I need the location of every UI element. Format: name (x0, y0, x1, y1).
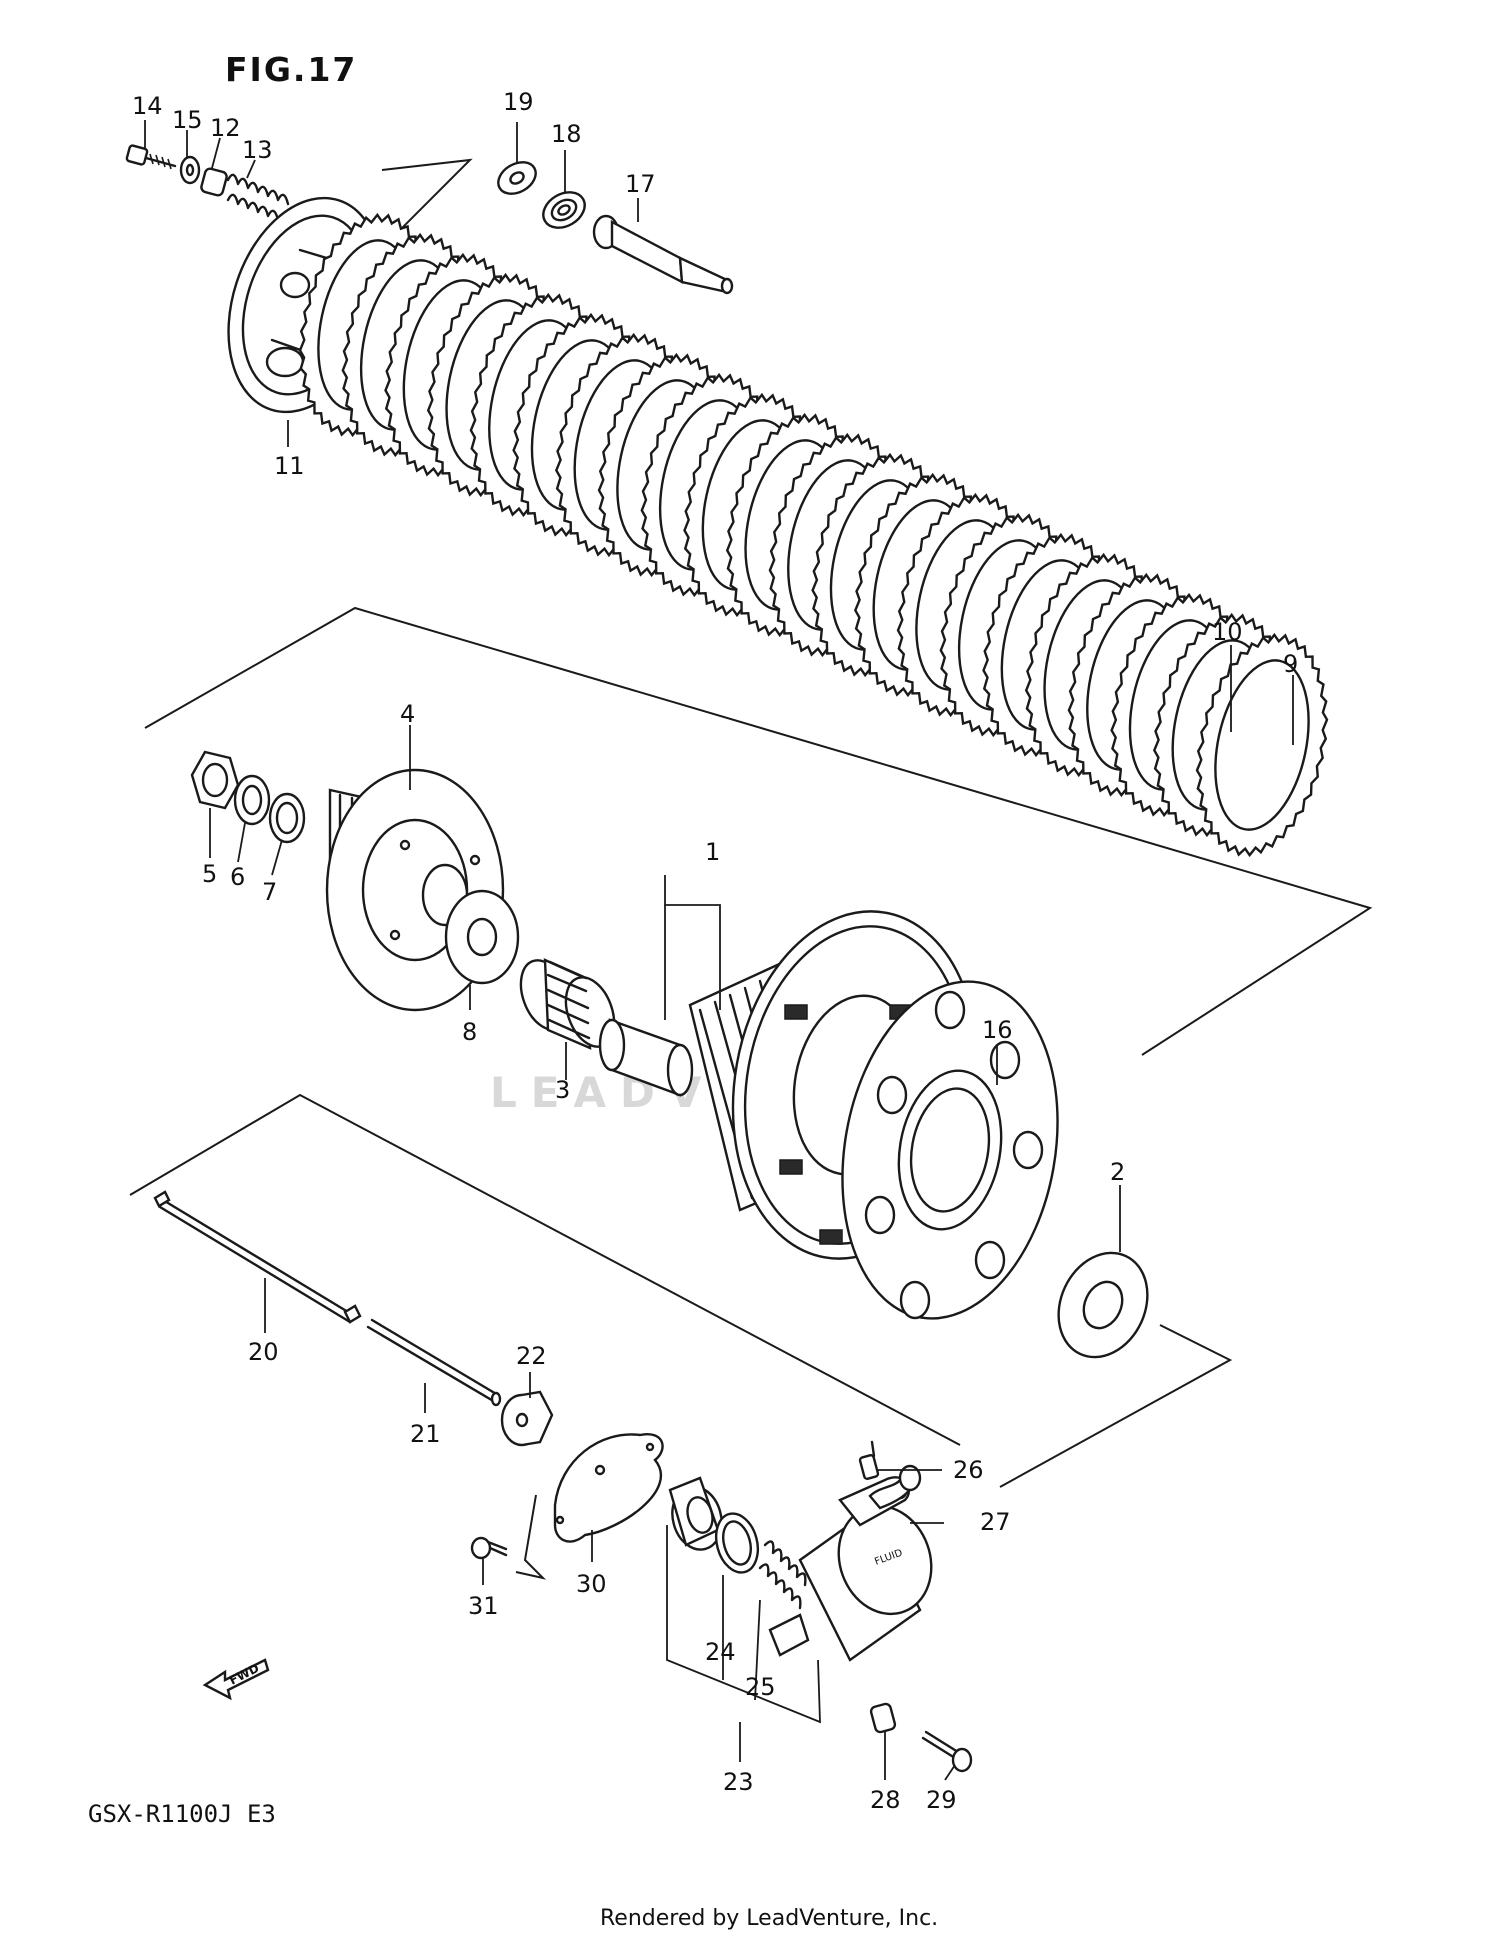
callout-6: 6 (230, 863, 245, 891)
callout-29: 29 (926, 1786, 957, 1814)
cover-screw (470, 1536, 508, 1560)
callout-23: 23 (723, 1768, 754, 1796)
spacer-sleeve (598, 1018, 694, 1097)
callout-21: 21 (410, 1420, 441, 1448)
driven-plate (1195, 632, 1329, 858)
spring-bush (200, 167, 228, 197)
push-rod-oil-seal (500, 1390, 554, 1447)
pressure-plate-washer (179, 155, 201, 185)
callout-20: 20 (248, 1338, 279, 1366)
callout-7: 7 (262, 878, 277, 906)
clutch-hub-nut (190, 750, 240, 810)
piston-seal (714, 1512, 760, 1574)
figure-title: FIG.17 (225, 50, 358, 89)
release-cylinder: FLUID (768, 1476, 933, 1662)
render-credit: Rendered by LeadVenture, Inc. (600, 1906, 939, 1931)
push-piece (592, 214, 734, 295)
clutch-push-rod-short (366, 1318, 502, 1407)
release-cover-plate (553, 1433, 664, 1543)
cylinder-bolt (921, 1730, 973, 1773)
callout-1: 1 (705, 838, 720, 866)
callout-numbers: 1 2 3 4 5 6 7 8 9 10 11 12 13 14 15 16 1… (132, 88, 1298, 1814)
release-bearing (542, 191, 586, 229)
screw-bracket (515, 1494, 547, 1580)
release-washer (497, 161, 537, 195)
callout-26: 26 (953, 1456, 984, 1484)
callout-4: 4 (400, 700, 415, 728)
model-code: GSX-R1100J E3 (88, 1800, 276, 1828)
callout-10: 10 (1212, 618, 1243, 646)
pressure-plate-bolt (125, 144, 177, 170)
clutch-plate-stack (298, 212, 1329, 858)
callout-17: 17 (625, 170, 656, 198)
cylinder-dowel (869, 1702, 897, 1734)
release-piston (668, 1476, 723, 1551)
callout-15: 15 (172, 106, 203, 134)
callout-31: 31 (468, 1592, 499, 1620)
callout-24: 24 (705, 1638, 736, 1666)
plate-inner-edge (1214, 659, 1310, 831)
clutch-push-rod-long (153, 1190, 362, 1324)
callout-5: 5 (202, 860, 217, 888)
callout-9: 9 (1283, 650, 1298, 678)
spring-washer (268, 792, 306, 844)
frame-plate-group (144, 606, 1373, 1056)
callout-16: 16 (982, 1016, 1013, 1044)
callout-19: 19 (503, 88, 534, 116)
thrust-washer-hub (444, 889, 520, 985)
callout-27: 27 (980, 1508, 1011, 1536)
callout-14: 14 (132, 92, 163, 120)
starter-clutch-gear (841, 980, 1059, 1320)
bleeder-cap (868, 1464, 922, 1510)
callout-30: 30 (576, 1570, 607, 1598)
callout-leaders (144, 120, 1294, 1781)
piston-spring (758, 1540, 807, 1610)
bleeder-valve (858, 1440, 880, 1480)
callout-8: 8 (462, 1018, 477, 1046)
fwd-arrow-icon: FWD (202, 1658, 270, 1701)
lock-washer (233, 774, 271, 826)
callout-13: 13 (242, 136, 273, 164)
callout-28: 28 (870, 1786, 901, 1814)
fwd-label: FWD (227, 1661, 261, 1688)
callout-2: 2 (1110, 1158, 1125, 1186)
callout-3: 3 (555, 1076, 570, 1104)
callout-22: 22 (516, 1342, 547, 1370)
callout-12: 12 (210, 114, 241, 142)
callout-18: 18 (551, 120, 582, 148)
frame-rod-group (129, 1093, 1233, 1488)
thrust-washer (1057, 1251, 1149, 1359)
callout-11: 11 (274, 452, 305, 480)
callout-25: 25 (745, 1673, 776, 1701)
